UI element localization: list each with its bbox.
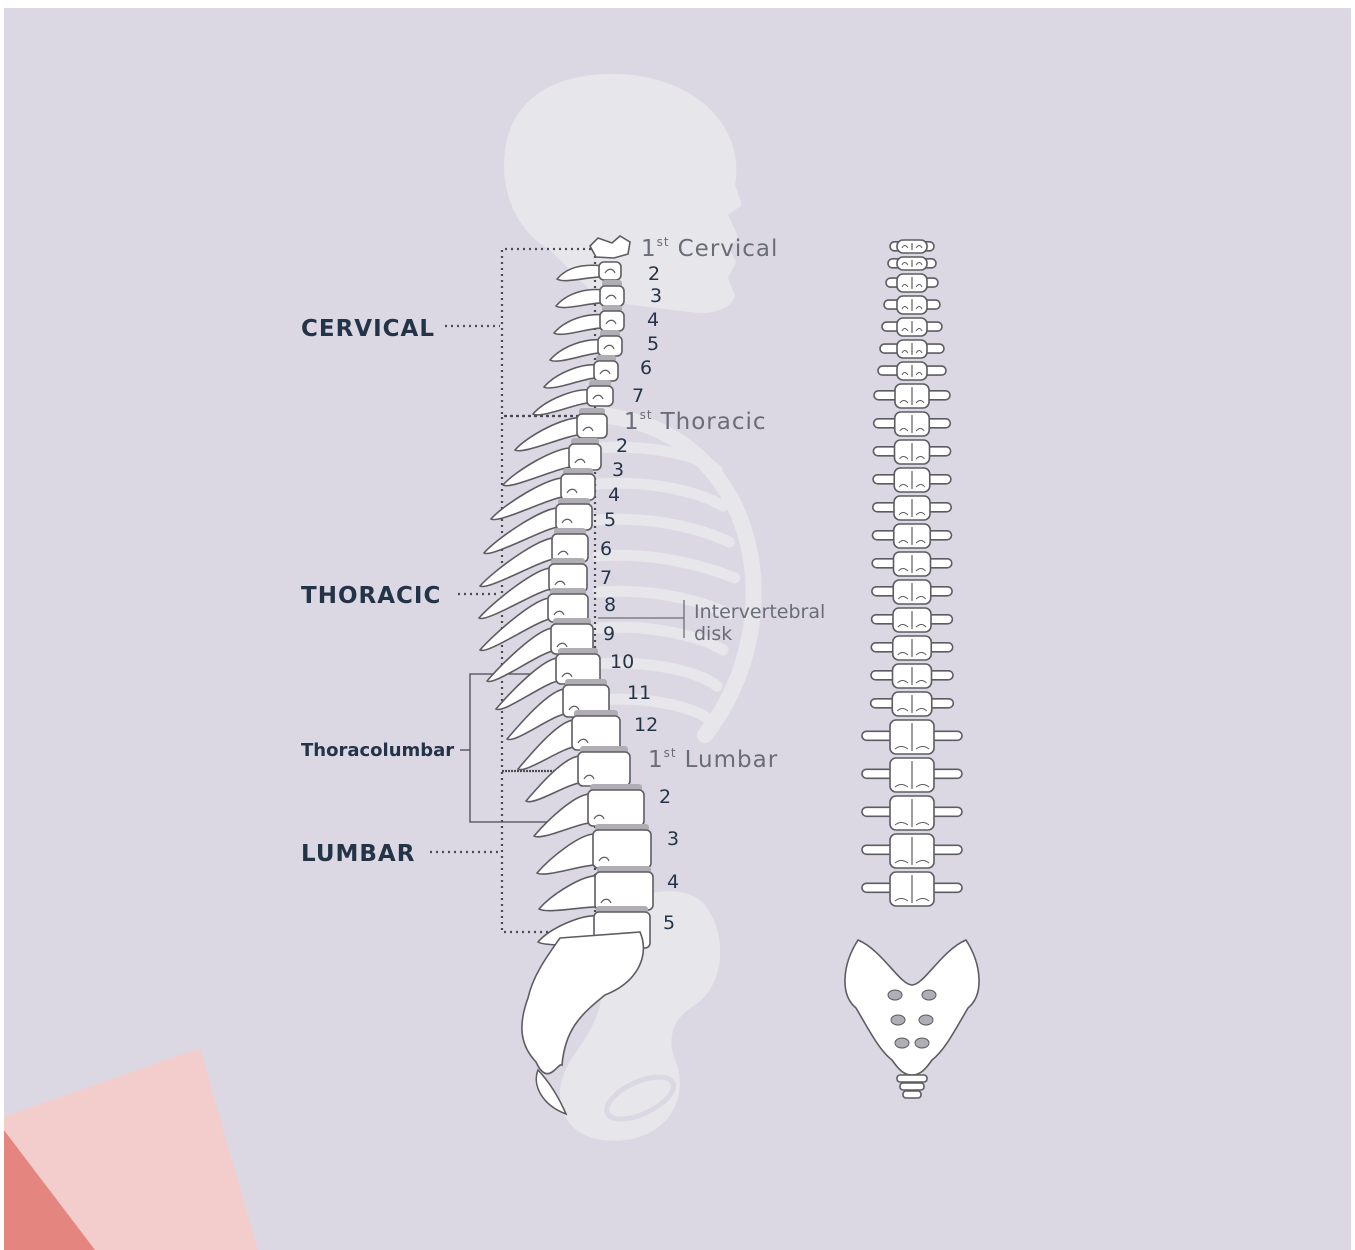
sacral-foramen	[915, 1038, 929, 1048]
cervical-vertebra-number: 4	[647, 309, 659, 331]
lumbar-vertebra-number: 2	[659, 786, 671, 808]
disk-label-line2: disk	[694, 623, 732, 645]
sacral-foramen	[895, 1038, 909, 1048]
thoracic-vertebra-number: 3	[612, 459, 624, 481]
sacral-foramen	[888, 990, 902, 1000]
thoracic-vertebra-number: 8	[604, 594, 616, 616]
thoracic-vertebra-number: 5	[604, 509, 616, 531]
thoracic-vertebra-number: 12	[634, 714, 658, 736]
lumbar-vertebra-number: 5	[663, 912, 675, 934]
region-label-thoracolumbar: Thoracolumbar	[301, 740, 454, 761]
thoracic-vertebra-number: 6	[600, 538, 612, 560]
region-label-thoracic: THORACIC	[301, 583, 441, 609]
cervical-vertebra-number: 5	[647, 333, 659, 355]
region-label-cervical: CERVICAL	[301, 316, 435, 342]
thoracic-vertebra-number: 2	[616, 435, 628, 457]
cervical-vertebra-number: 6	[640, 357, 652, 379]
thoracic-vertebra-number: 11	[627, 682, 651, 704]
thoracic-vertebra-number: 7	[600, 567, 612, 589]
cervical-vertebra-number: 3	[650, 285, 662, 307]
sacral-foramen	[891, 1015, 905, 1025]
region-label-lumbar: LUMBAR	[301, 841, 415, 867]
front-vertebra	[890, 240, 934, 253]
thoracic-vertebra-number: 10	[610, 651, 634, 673]
cervical-vertebra-number: 2	[648, 263, 660, 285]
sacral-foramen	[919, 1015, 933, 1025]
thoracic-vertebra-number: 9	[603, 623, 615, 645]
sacral-foramen	[922, 990, 936, 1000]
cervical-vertebra-number: 7	[632, 385, 644, 407]
lumbar-vertebra-number: 3	[667, 828, 679, 850]
lumbar-vertebra-number: 4	[667, 871, 679, 893]
front-vertebra	[888, 257, 936, 270]
thoracic-vertebra-number: 4	[608, 484, 620, 506]
disk-label-line1: Intervertebral	[694, 601, 825, 623]
